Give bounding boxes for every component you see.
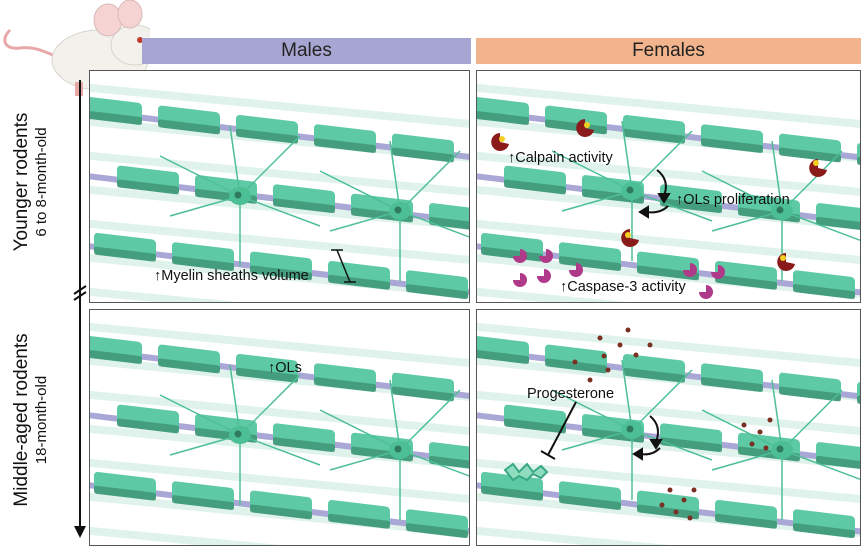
myelin-segment [715, 261, 777, 290]
myelin-segment [545, 344, 607, 374]
myelin-segment [273, 184, 335, 214]
row-title-middle: Middle-aged rodents [11, 333, 32, 507]
oligodendrocyte-icon [701, 140, 860, 281]
row-label-younger: Younger rodents 6 to 8-month-old [11, 97, 55, 267]
myelin-segment [779, 133, 841, 163]
myelin-segment [236, 114, 298, 144]
myelin-segment [715, 500, 777, 529]
tissue-females-younger [477, 83, 860, 302]
myelin-segment [406, 509, 468, 539]
oligodendrocyte-icon [701, 379, 860, 520]
myelin-segment [236, 353, 298, 383]
myelin-segment [158, 344, 220, 374]
myelin-segment [172, 481, 234, 511]
myelin-segment [273, 423, 335, 453]
myelin-segment [117, 165, 179, 195]
myelin-segment [314, 124, 376, 154]
myelin-segment [660, 184, 722, 214]
myelin-segment [94, 232, 156, 262]
myelin-segment [250, 251, 312, 281]
myelin-segment [857, 382, 860, 411]
calpain-label: ↑Calpain activity [508, 150, 613, 166]
progesterone-label: Progesterone [527, 386, 615, 402]
myelin-segment [701, 363, 763, 393]
myelin-segment [477, 96, 529, 125]
oligodendrocyte-icon [159, 364, 321, 505]
myelin-segment [816, 203, 860, 232]
row-subtitle-middle: 18-month-old [33, 375, 50, 465]
row-title-younger: Younger rodents [11, 112, 32, 252]
myelin-segment [406, 270, 468, 300]
oligodendrocyte-icon [319, 379, 469, 520]
ols-prolif-label: ↑OLs proliferation [676, 192, 790, 208]
myelin-segment [816, 442, 860, 471]
myelin-segment [392, 372, 454, 402]
myelin-segment [90, 335, 142, 364]
myelin-segment [158, 105, 220, 135]
myelin-label: ↑Myelin sheaths volume [154, 268, 309, 284]
panel-males-middle [89, 309, 470, 546]
panel-females-younger [476, 70, 861, 303]
up-arrow-icon: ↑ [676, 192, 684, 208]
myelin-segment [660, 423, 722, 453]
tissue-males-younger [90, 83, 469, 302]
panel-females-middle [476, 309, 861, 546]
myelin-segment [701, 124, 763, 154]
tissue-females-middle [477, 322, 860, 545]
myelin-segment [250, 490, 312, 520]
age-axis-arrow [73, 80, 87, 538]
oligodendrocyte-icon [551, 359, 713, 500]
myelin-segment [504, 165, 566, 195]
myelin-segment [328, 500, 390, 529]
myelin-segment [90, 96, 142, 125]
myelin-segment [328, 261, 390, 290]
ols-male-label: ↑OLs [268, 360, 302, 376]
panel-males-younger [89, 70, 470, 303]
tissue-males-middle [90, 322, 469, 545]
myelin-segment [392, 133, 454, 163]
myelin-segment [779, 372, 841, 402]
myelin-segment [793, 270, 855, 300]
oligodendrocyte-icon [319, 140, 469, 281]
myelin-segment [793, 509, 855, 539]
up-arrow-icon: ↑ [154, 268, 162, 284]
males-header: Males [142, 38, 471, 64]
myelin-segment [314, 363, 376, 393]
myelin-segment [481, 232, 543, 262]
myelin-segment [429, 203, 469, 232]
up-arrow-icon: ↑ [560, 279, 568, 295]
myelin-segment [559, 481, 621, 511]
myelin-segment [94, 471, 156, 501]
oligodendrocyte-icon [551, 120, 713, 261]
up-arrow-icon: ↑ [268, 360, 276, 376]
myelin-segment [477, 335, 529, 364]
females-header: Females [476, 38, 861, 64]
myelin-segment [117, 404, 179, 434]
myelin-segment [429, 442, 469, 471]
myelin-segment [857, 143, 860, 172]
row-subtitle-younger: 6 to 8-month-old [33, 127, 50, 237]
myelin-segment [623, 353, 685, 383]
oligodendrocyte-icon [159, 125, 321, 266]
caspase-label: ↑Caspase-3 activity [560, 279, 686, 295]
up-arrow-icon: ↑ [508, 150, 516, 166]
myelin-segment [623, 114, 685, 144]
row-label-middle: Middle-aged rodents 18-month-old [11, 327, 55, 513]
myelin-segment [172, 242, 234, 272]
